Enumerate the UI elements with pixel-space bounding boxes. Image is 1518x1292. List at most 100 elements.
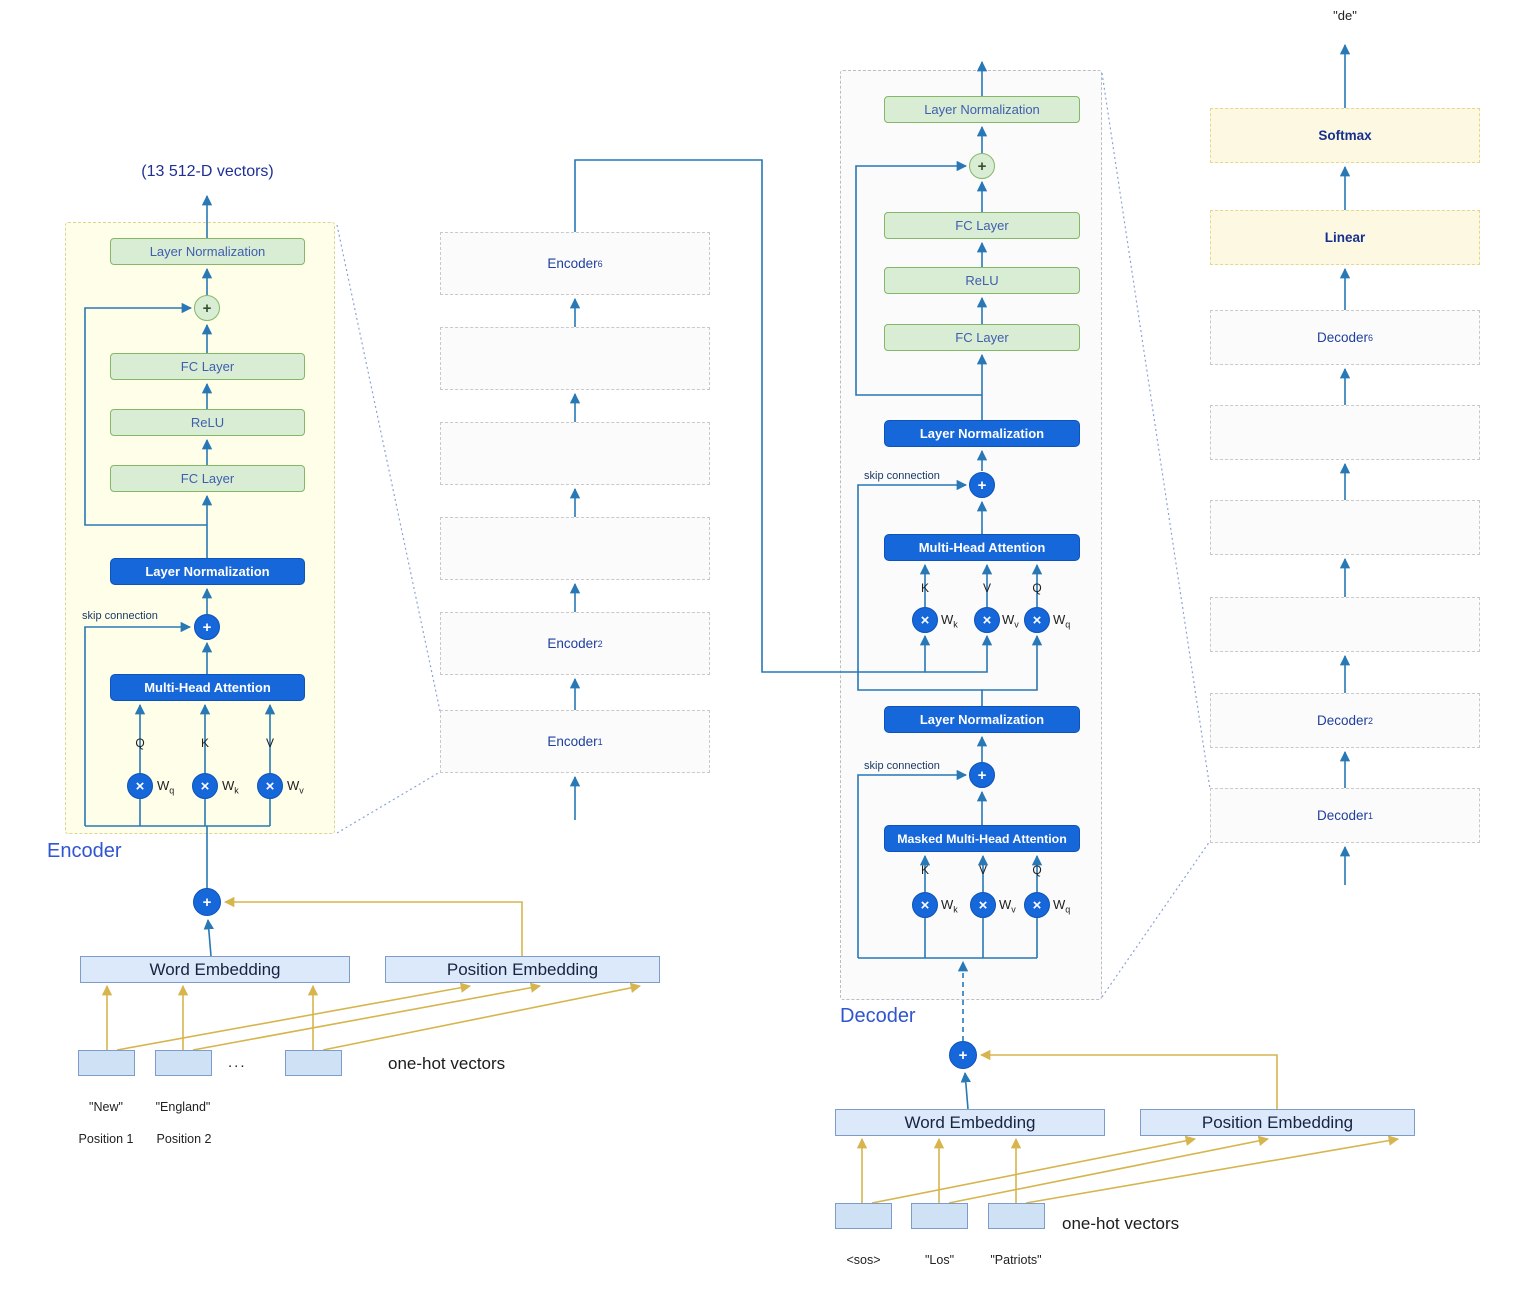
encoder-decoder-connection [574,159,993,673]
encoder-wv-label: Wv [287,778,304,796]
encoder-one-hot-box-2 [155,1050,212,1076]
encoder-multiply-node-k: × [192,773,218,799]
encoder-wq-label: Wq [157,778,174,796]
w-sub: q [169,785,175,796]
encoder-skip-connection-label: skip connection [82,610,158,622]
stack-label: Decoder [1316,330,1368,345]
decoder-layer-norm-low: Layer Normalization [884,706,1080,733]
decoder-k-label-upper: K [920,581,929,595]
decoder-layer-norm-mid: Layer Normalization [884,420,1080,447]
decoder-token-1: <sos> [846,1253,881,1267]
encoder-one-hot-box-1 [78,1050,135,1076]
stack-sub: 2 [597,638,603,649]
encoder-fc-layer-1: FC Layer [110,353,305,380]
w-base: W [941,612,954,627]
w-base: W [941,897,954,912]
output-token: "de" [1333,8,1357,23]
decoder-fc-layer-2: FC Layer [884,324,1080,351]
encoder-word-embedding: Word Embedding [80,956,350,983]
decoder-layer-norm-top: Layer Normalization [884,96,1080,123]
decoder-position-embedding: Position Embedding [1140,1109,1415,1136]
encoder-q-label: Q [135,736,145,750]
encoder-layer-norm-mid: Layer Normalization [110,558,305,585]
encoder-fc-layer-2: FC Layer [110,465,305,492]
decoder-v-label-upper: V [982,581,991,595]
softmax-box: Softmax [1210,108,1480,163]
decoder-q-label-lower: Q [1032,863,1042,877]
decoder-stack-box-3 [1210,597,1480,652]
stack-sub: 6 [597,258,603,269]
decoder-one-hot-box-2 [911,1203,968,1229]
w-base: W [222,778,235,793]
decoder-skip-connection-label-1: skip connection [864,470,940,482]
encoder-layer-norm-top: Layer Normalization [110,238,305,265]
decoder-stack-box-5 [1210,405,1480,460]
stack-sub: 2 [1368,715,1374,726]
w-sub: v [1014,619,1019,630]
decoder-k-label-lower: K [920,863,929,877]
decoder-add-node-low: + [969,762,995,788]
encoder-one-hot-box-3 [285,1050,342,1076]
decoder-multiply-node-q-lower: × [1024,892,1050,918]
w-sub: q [1065,619,1071,630]
decoder-v-label-lower: V [978,863,987,877]
encoder-token-1: "New" [89,1100,123,1114]
decoder-embedding-wires [856,1049,1400,1204]
decoder-add-node-mid: + [969,472,995,498]
decoder-token-2: "Los" [924,1253,955,1267]
decoder-wv-label-upper: Wv [1002,612,1019,630]
decoder-detail-wires [855,60,1043,1110]
encoder-embedding-wires [101,896,642,1051]
w-base: W [999,897,1012,912]
w-sub: v [1011,904,1016,915]
linear-box: Linear [1210,210,1480,265]
decoder-add-node-top: + [969,153,995,179]
decoder-multi-head-attention: Multi-Head Attention [884,534,1080,561]
encoder-position-1: Position 1 [78,1132,134,1146]
stack-sub: 6 [1368,332,1374,343]
w-sub: k [234,785,239,796]
encoder-title: Encoder [47,840,122,862]
w-base: W [1053,897,1066,912]
encoder-position-embedding: Position Embedding [385,956,660,983]
stack-sub: 1 [597,736,603,747]
w-base: W [287,778,300,793]
encoder-detail-panel [65,222,335,834]
decoder-masked-multi-head-attention: Masked Multi-Head Attention [884,825,1080,852]
stack-label: Decoder [1316,808,1368,823]
decoder-one-hot-vectors-label: one-hot vectors [1062,1214,1180,1233]
encoder-stack-box-5 [440,327,710,390]
decoder-multiply-node-q-upper: × [1024,607,1050,633]
stack-label: Encoder [547,256,598,271]
decoder-wk-label-upper: Wk [941,612,958,630]
encoder-output-note: (13 512-D vectors) [141,163,274,180]
w-sub: v [299,785,304,796]
encoder-relu: ReLU [110,409,305,436]
stack-label: Decoder [1316,713,1368,728]
encoder-multiply-node-q: × [127,773,153,799]
encoder-k-label: K [200,736,209,750]
decoder-title: Decoder [840,1005,916,1027]
zoom-connector-lines [336,72,1211,998]
decoder-skip-connection-label-2: skip connection [864,760,940,772]
w-base: W [1053,612,1066,627]
decoder-embedding-add-node: + [949,1041,977,1069]
encoder-multiply-node-v: × [257,773,283,799]
decoder-word-embedding: Word Embedding [835,1109,1105,1136]
decoder-multiply-node-v-upper: × [974,607,1000,633]
encoder-stack-box-3 [440,517,710,580]
decoder-relu: ReLU [884,267,1080,294]
w-sub: k [953,904,958,915]
encoder-ellipsis: ... [228,1054,247,1071]
encoder-embedding-add-node: + [193,888,221,916]
stack-label: Encoder [547,636,598,651]
encoder-position-2: Position 2 [156,1132,212,1146]
decoder-multiply-node-k-lower: × [912,892,938,918]
